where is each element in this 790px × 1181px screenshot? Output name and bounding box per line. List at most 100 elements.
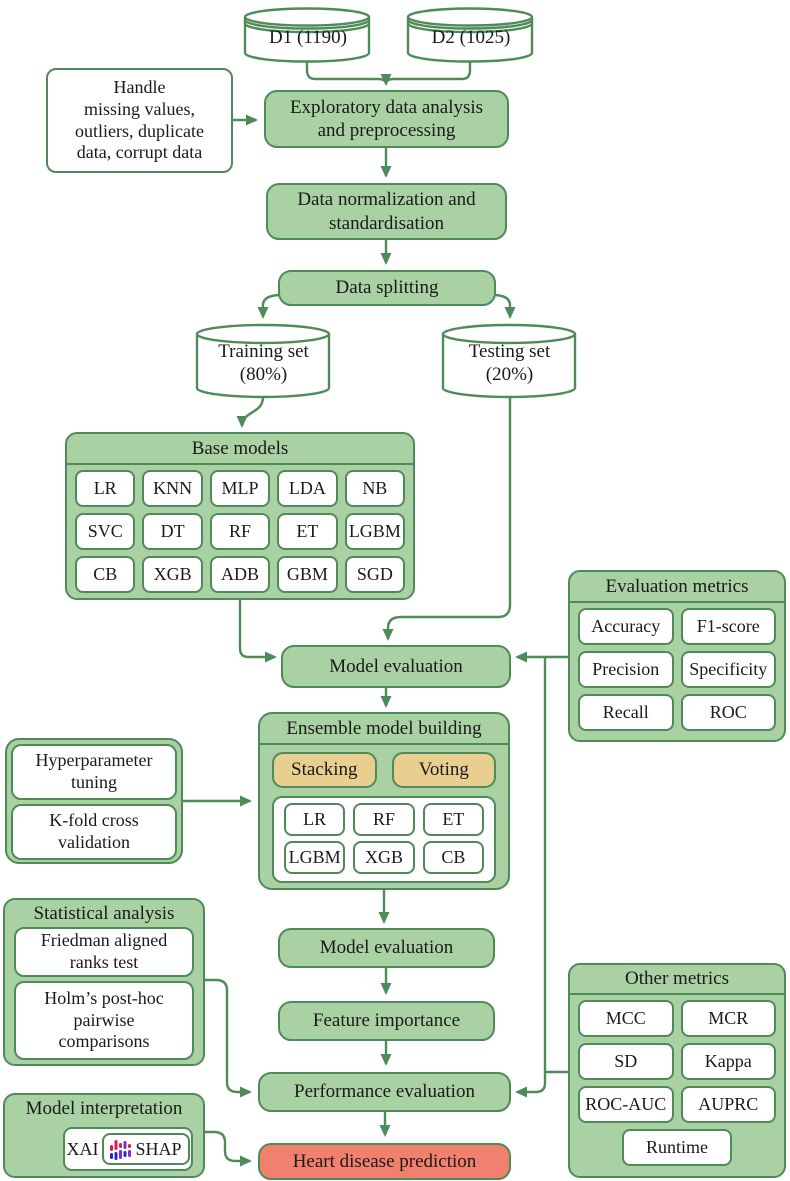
ensemble-title: Ensemble model building — [260, 714, 508, 745]
model-cell: RF — [353, 803, 415, 836]
metric-cell: MCR — [680, 1000, 776, 1037]
feature-importance-step: Feature importance — [278, 1001, 495, 1041]
other-metrics-panel: Other metrics MCC MCR SD Kappa ROC-AUC A… — [568, 963, 786, 1178]
evaluation-metrics-grid: Accuracy F1-score Precision Specificity … — [570, 603, 784, 736]
model-cell: LR — [75, 470, 136, 507]
testing-cylinder — [441, 323, 577, 399]
kfold-cross-validation: K-fold cross validation — [11, 804, 177, 860]
other-metrics-title: Other metrics — [570, 965, 784, 995]
xai-shap-box: XAI SHAP — [63, 1127, 193, 1171]
metrics-row: SD Kappa — [578, 1043, 776, 1080]
tuning-panel: Hyperparameter tuning K-fold cross valid… — [5, 738, 183, 864]
holm-posthoc: Holm’s post-hoc pairwise comparisons — [14, 981, 194, 1060]
ensemble-models-row: LGBM XGB CB — [284, 841, 484, 874]
metrics-row: Accuracy F1-score — [578, 608, 776, 645]
metric-cell: Specificity — [680, 651, 776, 688]
model-cell: KNN — [142, 470, 203, 507]
base-models-title: Base models — [67, 434, 413, 465]
ensemble-panel: Ensemble model building Stacking Voting … — [258, 712, 510, 890]
metric-cell: SD — [578, 1043, 674, 1080]
metrics-row: Precision Specificity — [578, 651, 776, 688]
base-models-row: LR KNN MLP LDA NB — [75, 470, 406, 507]
statistical-analysis-title: Statistical analysis — [33, 902, 175, 924]
friedman-test: Friedman aligned ranks test — [14, 927, 194, 977]
model-evaluation-step-1: Model evaluation — [281, 645, 511, 688]
performance-evaluation-step: Performance evaluation — [258, 1072, 511, 1112]
d2-cylinder — [406, 7, 534, 63]
metrics-row: Runtime — [578, 1129, 776, 1166]
model-cell: GBM — [277, 556, 338, 593]
d2-label: D2 (1025) — [431, 27, 511, 49]
evaluation-metrics-panel: Evaluation metrics Accuracy F1-score Pre… — [568, 570, 786, 742]
metric-cell: ROC-AUC — [578, 1086, 674, 1123]
metrics-row: ROC-AUC AUPRC — [578, 1086, 776, 1123]
metric-cell: Kappa — [680, 1043, 776, 1080]
base-models-grid: LR KNN MLP LDA NB SVC DT RF ET LGBM CB X… — [67, 465, 413, 598]
metric-cell: Recall — [578, 694, 674, 731]
connector-d2-eda — [384, 62, 472, 85]
eda-step: Exploratory data analysis and preprocess… — [264, 90, 509, 148]
ensemble-models-row: LR RF ET — [284, 803, 484, 836]
other-metrics-grid: MCC MCR SD Kappa ROC-AUC AUPRC Runtime — [570, 995, 784, 1166]
model-cell: NB — [344, 470, 406, 507]
model-cell: MLP — [209, 470, 271, 507]
connector-training-base — [236, 396, 265, 428]
model-cell: CB — [422, 841, 484, 874]
preprocess-note: Handle missing values, outliers, duplica… — [46, 68, 233, 173]
voting-method: Voting — [391, 752, 496, 788]
base-models-row: CB XGB ADB GBM SGD — [75, 556, 406, 593]
metric-cell: F1-score — [680, 608, 776, 645]
base-models-row: SVC DT RF ET LGBM — [75, 513, 406, 550]
connector-metrics-perfeval — [515, 657, 547, 1098]
data-splitting-step: Data splitting — [278, 270, 496, 306]
model-cell: ET — [422, 803, 484, 836]
model-cell: DT — [142, 513, 203, 550]
model-cell: RF — [209, 513, 271, 550]
connector-d1-eda — [305, 62, 392, 86]
training-cylinder — [195, 323, 331, 399]
xai-label: XAI — [66, 1138, 99, 1159]
training-set-label: Training set (80%) — [218, 340, 309, 385]
shap-badge: SHAP — [102, 1133, 190, 1165]
ensemble-models-box: LR RF ET LGBM XGB CB — [272, 796, 496, 883]
model-cell: LGBM — [284, 841, 346, 874]
hyperparameter-tuning: Hyperparameter tuning — [11, 744, 177, 800]
base-models-panel: Base models LR KNN MLP LDA NB SVC DT RF … — [65, 432, 415, 600]
d1-cylinder — [243, 7, 371, 63]
ensemble-methods-row: Stacking Voting — [260, 745, 508, 788]
model-cell: CB — [75, 556, 136, 593]
metric-cell: AUPRC — [680, 1086, 776, 1123]
model-cell: XGB — [353, 841, 415, 874]
metrics-row: MCC MCR — [578, 1000, 776, 1037]
model-evaluation-step-2: Model evaluation — [278, 928, 495, 968]
d1-label: D1 (1190) — [269, 27, 347, 49]
metric-cell: Accuracy — [578, 608, 674, 645]
metric-cell: Precision — [578, 651, 674, 688]
metrics-row: Recall ROC — [578, 694, 776, 731]
metric-cell: MCC — [578, 1000, 674, 1037]
shap-label: SHAP — [135, 1138, 182, 1159]
model-cell: LGBM — [344, 513, 406, 550]
evaluation-metrics-title: Evaluation metrics — [570, 572, 784, 603]
connector-stats-perfeval — [205, 978, 252, 1098]
model-interpretation-title: Model interpretation — [25, 1098, 183, 1119]
connector-testing-modeleval — [382, 397, 512, 641]
connector-base-modeleval — [238, 600, 277, 663]
shap-beeswarm-icon — [110, 1140, 132, 1160]
metric-cell: Runtime — [622, 1129, 732, 1166]
metric-cell: ROC — [680, 694, 776, 731]
normalization-step: Data normalization and standardisation — [266, 183, 507, 240]
model-interpretation-panel: Model interpretation XAI — [3, 1093, 205, 1178]
model-cell: LR — [284, 803, 346, 836]
model-cell: ADB — [209, 556, 271, 593]
stacking-method: Stacking — [272, 752, 377, 788]
model-cell: XGB — [142, 556, 203, 593]
model-cell: LDA — [277, 470, 338, 507]
testing-set-label: Testing set (20%) — [468, 340, 551, 385]
model-cell: SGD — [344, 556, 406, 593]
prediction-step: Heart disease prediction — [258, 1143, 511, 1180]
connector-interp-prediction — [205, 1130, 252, 1167]
model-cell: SVC — [75, 513, 136, 550]
